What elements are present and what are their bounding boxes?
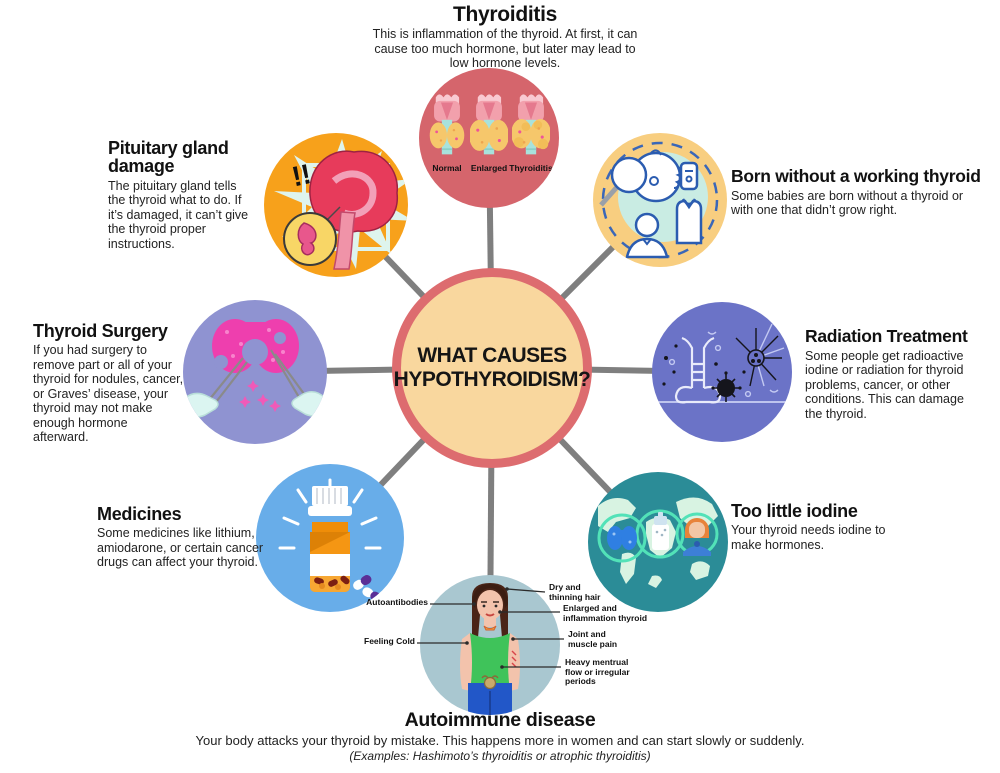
callout-lines (417, 587, 564, 669)
pills (314, 575, 350, 590)
iodine-circle (588, 472, 728, 612)
section-thyroiditis-text: Thyroiditis This is inflammation of the … (330, 4, 680, 71)
section-iodine-text: Too little iodine Your thyroid needs iod… (731, 502, 891, 552)
thyroid-glyph (607, 526, 637, 550)
thyroid-normal-icon (429, 94, 465, 155)
autoimmune-circle (420, 575, 560, 715)
section-body: If you had surgery to remove part or all… (33, 343, 184, 445)
woman-symptoms-figure (460, 583, 520, 715)
thyroiditis-circle: Normal Enlarged (419, 68, 559, 208)
uterus-glyph (481, 675, 499, 690)
thyroid-thyroiditis-icon (512, 94, 550, 155)
brain-pituitary-icon: !! (274, 139, 408, 270)
callout-enlarged-thyroid: Enlarged and inflammation thyroid (563, 603, 648, 623)
medicines-circle (256, 464, 404, 612)
center-title-circle: WHAT CAUSES HYPOTHYROIDISM? (392, 268, 592, 468)
born-without-thyroid-circle (593, 133, 727, 267)
section-body: Your thyroid needs iodine to make hormon… (731, 523, 886, 552)
section-heading: Pituitary gland damage (108, 138, 229, 177)
surgery-icon (184, 319, 326, 418)
section-heading: Radiation Treatment (805, 326, 968, 346)
callout-heavy-flow: Heavy mentrual flow or irregular periods (565, 657, 630, 687)
section-heading: Thyroid Surgery (33, 321, 168, 341)
section-body: Some babies are born without a thyroid o… (731, 188, 964, 218)
page-title: WHAT CAUSES HYPOTHYROIDISM? (393, 344, 591, 391)
section-examples: (Examples: Hashimoto’s thyroiditis or at… (349, 748, 651, 763)
section-born-text: Born without a working thyroid Some babi… (731, 166, 983, 218)
section-heading: Autoimmune disease (404, 709, 596, 731)
callout-feeling-cold: Feeling Cold (364, 636, 415, 646)
section-heading: Too little iodine (731, 501, 858, 521)
section-pituitary-text: Pituitary gland damage The pituitary gla… (108, 139, 254, 251)
thyroid-surgery-circle (183, 300, 327, 444)
section-body: Your body attacks your thyroid by mistak… (195, 732, 805, 748)
callout-autoantibodies: Autoantibodies (366, 597, 428, 607)
radiation-treatment-circle (652, 302, 792, 442)
thyroid-enlarged-icon (470, 94, 508, 155)
world-iodine-icon (597, 497, 719, 588)
thyroid-state-label: Enlarged (470, 163, 508, 173)
pituitary-circle: !! (264, 133, 408, 277)
callout-dry-hair: Dry and thinning hair (549, 582, 601, 602)
section-medicines-text: Medicines Some medicines like lithium, a… (97, 505, 267, 570)
radiation-icon (658, 323, 786, 404)
callout-joint-pain: Joint and muscle pain (568, 629, 618, 649)
section-body: Some people get radioactive iodine or ra… (805, 348, 964, 421)
thyroid-fragments (239, 380, 281, 412)
thyroid-state-label: Normal (432, 163, 462, 173)
section-heading: Medicines (97, 504, 182, 524)
woman-glyph (683, 518, 711, 556)
salt-shaker-glyph (652, 512, 669, 550)
thyroid-state-label: Thyroiditis (509, 163, 553, 173)
section-surgery-text: Thyroid Surgery If you had surgery to re… (33, 322, 185, 445)
baby-screening-icon (599, 141, 719, 259)
section-body: This is inflammation of the thyroid. At … (372, 27, 638, 71)
section-radiation-text: Radiation Treatment Some people get radi… (805, 326, 970, 421)
pill-bottle-icon (278, 478, 382, 602)
section-body: Some medicines like lithium, amiodarone,… (97, 526, 264, 570)
section-body: The pituitary gland tells the thyroid wh… (108, 178, 249, 251)
section-heading: Thyroiditis (452, 3, 558, 26)
section-heading: Born without a working thyroid (731, 166, 981, 186)
section-autoimmune-text: Autoimmune disease Your body attacks you… (0, 709, 1000, 763)
